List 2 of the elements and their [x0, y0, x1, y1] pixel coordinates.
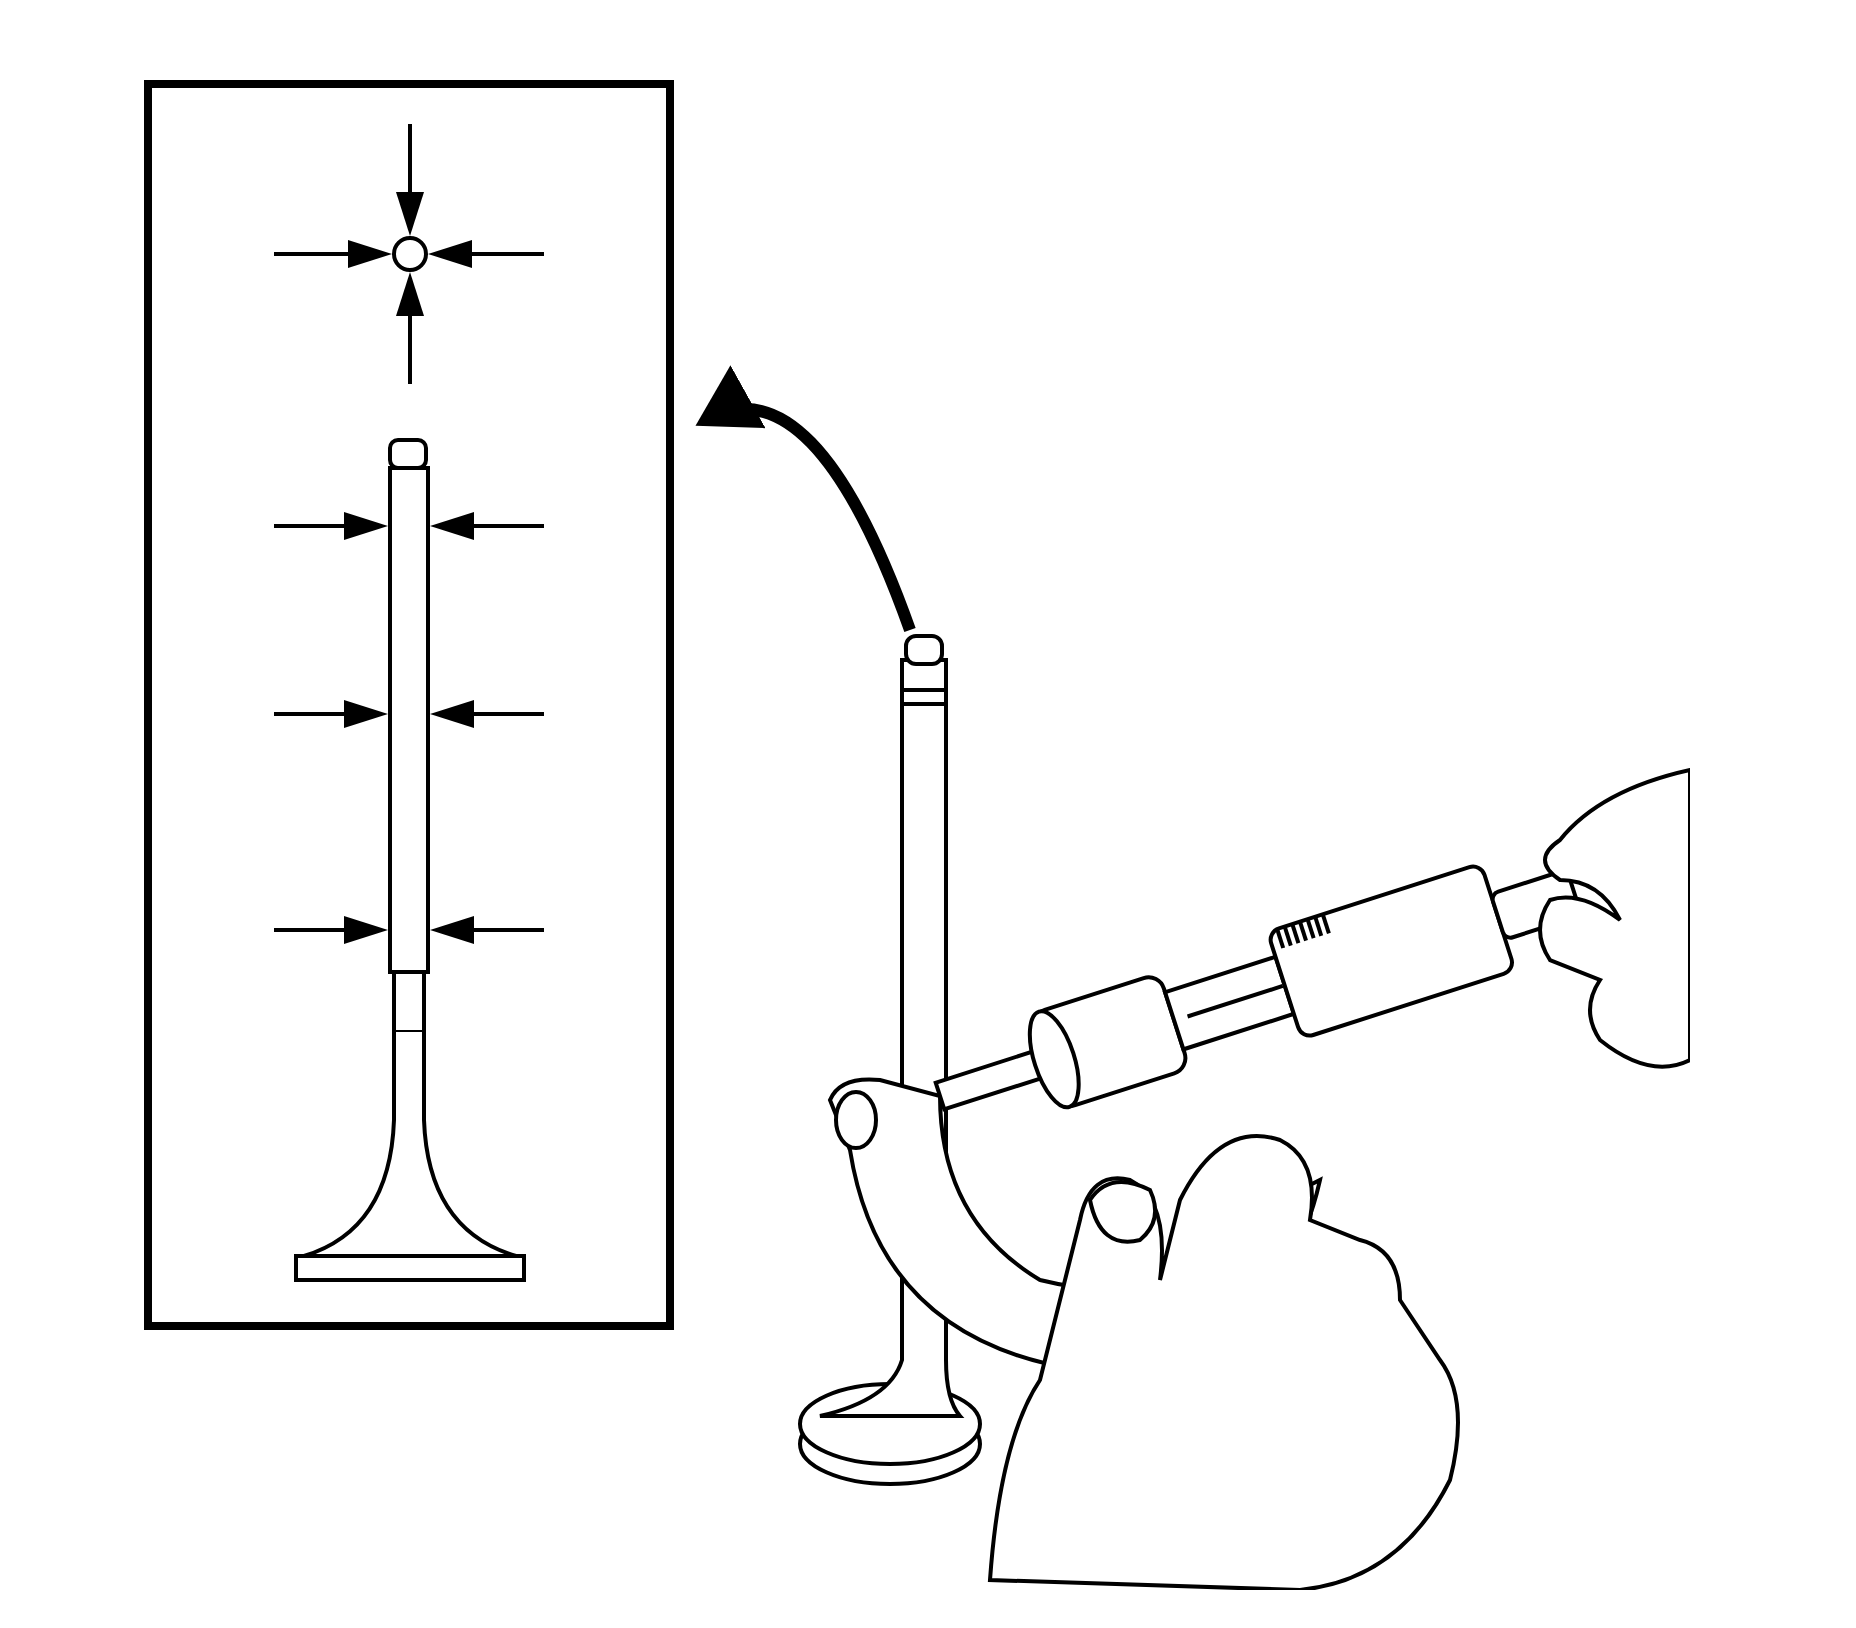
- curved-arrow: [695, 367, 916, 633]
- inset-panel: [144, 80, 674, 1330]
